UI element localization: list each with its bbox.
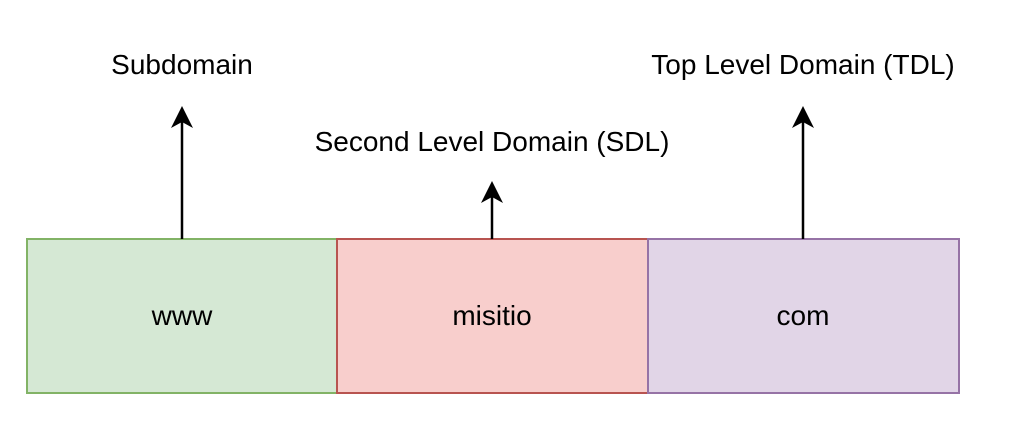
top-level-domain-label: Top Level Domain (TDL) — [651, 49, 954, 80]
second-level-domain-box — [336, 238, 649, 394]
second-level-domain-arrow — [481, 181, 503, 239]
subdomain-arrow — [171, 106, 193, 239]
second-level-domain-label: Second Level Domain (SDL) — [315, 126, 670, 157]
subdomain-label: Subdomain — [111, 49, 253, 80]
subdomain-box — [26, 238, 338, 394]
second-level-domain-text: misitio — [452, 300, 531, 331]
top-level-domain-arrow — [792, 106, 814, 239]
top-level-domain-text: com — [777, 300, 830, 331]
subdomain-text: www — [151, 300, 213, 331]
